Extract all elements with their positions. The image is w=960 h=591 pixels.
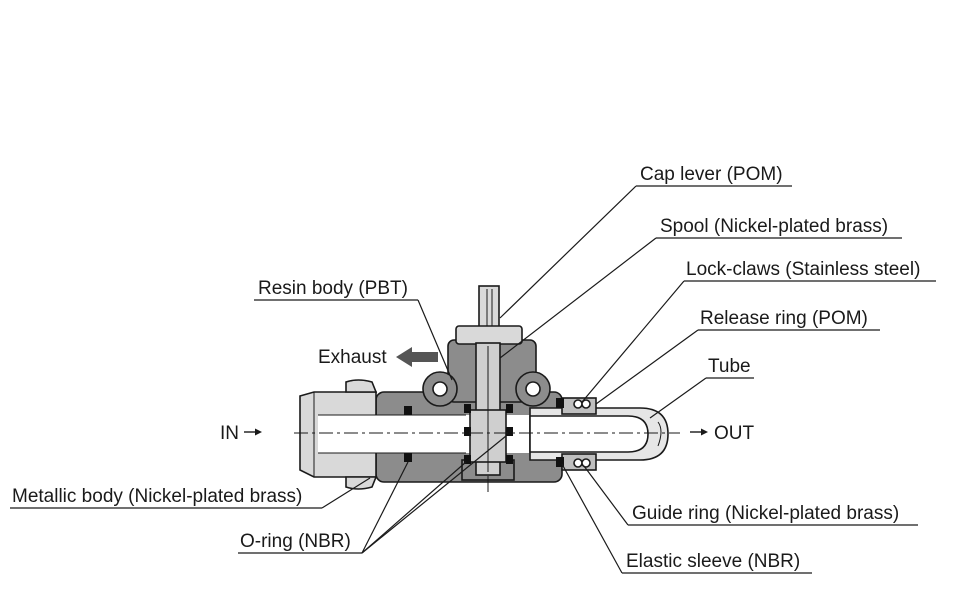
in-arrow-icon: [244, 428, 262, 436]
release-ring-label: Release ring (POM): [700, 308, 868, 329]
elastic-sleeve: [556, 398, 564, 467]
exhaust-label: Exhaust: [318, 347, 387, 368]
o-ring-label: O-ring (NBR): [240, 531, 351, 552]
metallic-body: [299, 379, 466, 490]
cap-lever: [455, 285, 523, 345]
metallic-body-label: Metallic body (Nickel-plated brass): [12, 486, 302, 507]
in-label: IN: [220, 423, 239, 444]
lock-claws: [573, 399, 591, 409]
spool: [469, 342, 507, 492]
out-arrow-icon: [690, 428, 708, 436]
elastic-sleeve-label: Elastic sleeve (NBR): [626, 551, 800, 572]
tube-label: Tube: [708, 356, 751, 377]
cap-lever-label: Cap lever (POM): [640, 164, 783, 185]
spool-label: Spool (Nickel-plated brass): [660, 216, 888, 237]
lock-claws-label: Lock-claws (Stainless steel): [686, 259, 920, 280]
guide-ring: [573, 458, 591, 468]
leader-lines: [10, 185, 936, 574]
out-label: OUT: [714, 423, 755, 444]
resin-body-label: Resin body (PBT): [258, 278, 408, 299]
guide-ring-label: Guide ring (Nickel-plated brass): [632, 503, 899, 524]
tube: [529, 407, 669, 461]
o-rings: [404, 404, 513, 464]
exhaust-arrow-icon: [396, 347, 438, 367]
